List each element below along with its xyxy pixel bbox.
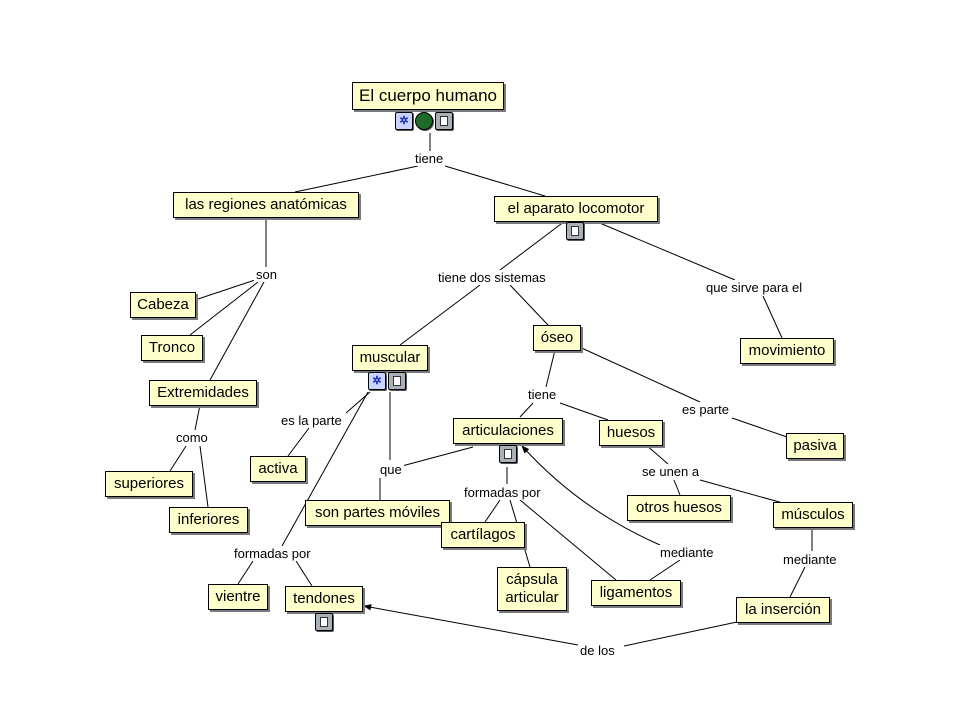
connector-line: [484, 499, 501, 523]
node-vientre[interactable]: vientre: [208, 584, 268, 610]
link-label-tiene-dos-sistemas: tiene dos sistemas: [436, 270, 548, 285]
connector-line: [673, 479, 681, 496]
node-extremidades[interactable]: Extremidades: [149, 380, 257, 406]
connector-line: [189, 281, 259, 336]
link-label-mediante-ligamentos: mediante: [658, 545, 716, 560]
connector-line: [363, 604, 579, 646]
node-inferiores[interactable]: inferiores: [169, 507, 248, 533]
document-icon[interactable]: [388, 372, 406, 390]
link-label-como: como: [174, 430, 210, 445]
link-label-tiene-oseo: tiene: [526, 387, 559, 402]
connector-line: [762, 295, 783, 339]
connector-line: [287, 427, 310, 457]
node-tendones[interactable]: tendones: [285, 586, 363, 612]
connector-line: [169, 445, 187, 472]
connector-line: [194, 404, 201, 431]
node-movimiento[interactable]: movimiento: [740, 338, 834, 364]
connector-line: [399, 284, 481, 346]
link-label-de-los: de los: [578, 643, 617, 658]
link-label-que: que: [378, 462, 404, 477]
document-icon[interactable]: [435, 112, 453, 130]
document-icon[interactable]: [315, 613, 333, 631]
connector-line: [559, 402, 609, 421]
link-label-mediante-musculos: mediante: [781, 552, 839, 567]
node-muscular[interactable]: muscular: [352, 345, 428, 371]
connector-line: [789, 566, 806, 598]
node-superiores[interactable]: superiores: [105, 471, 193, 497]
node-oseo[interactable]: óseo: [533, 325, 581, 351]
connector-line: [295, 560, 313, 587]
link-label-es-la-parte: es la parte: [279, 413, 344, 428]
connector-line: [519, 402, 534, 418]
connector-line: [699, 479, 784, 504]
node-la-insercion[interactable]: la inserción: [736, 597, 830, 623]
node-cabeza[interactable]: Cabeza: [130, 292, 196, 318]
connector-line: [594, 220, 736, 281]
connector-line: [521, 445, 661, 546]
web-globe-icon[interactable]: [415, 112, 433, 130]
connector-line: [644, 443, 669, 465]
connector-line: [294, 165, 419, 193]
node-tronco[interactable]: Tronco: [141, 335, 203, 361]
document-icon[interactable]: [566, 222, 584, 240]
icon-bar-aparato: [566, 222, 584, 240]
connector-line: [281, 391, 369, 547]
connector-line: [509, 284, 549, 326]
connector-line: [649, 559, 681, 581]
link-label-son: son: [254, 267, 279, 282]
node-son-partes-moviles[interactable]: son partes móviles: [305, 500, 450, 526]
link-label-formadas-por-musculos: formadas por: [232, 546, 313, 561]
node-el-cuerpo-humano[interactable]: El cuerpo humano: [352, 82, 504, 110]
link-label-es-parte: es parte: [680, 402, 731, 417]
concept-map-icon[interactable]: ✲: [395, 112, 413, 130]
connector-line: [199, 445, 209, 508]
connector-line: [401, 446, 474, 467]
connector-line: [194, 279, 256, 301]
node-otros-huesos[interactable]: otros huesos: [627, 495, 731, 521]
node-el-aparato-locomotor[interactable]: el aparato locomotor: [494, 196, 658, 222]
link-label-formadas-por-articulaciones: formadas por: [462, 485, 543, 500]
link-label-tiene: tiene: [413, 151, 446, 166]
node-cartilagos[interactable]: cartílagos: [441, 522, 525, 548]
node-musculos[interactable]: músculos: [773, 502, 853, 528]
link-label-se-unen-a: se unen a: [640, 464, 702, 479]
node-ligamentos[interactable]: ligamentos: [591, 580, 681, 606]
icon-bar-articulaciones: [499, 445, 517, 463]
concept-map-icon[interactable]: ✲: [368, 372, 386, 390]
document-icon[interactable]: [499, 445, 517, 463]
node-activa[interactable]: activa: [250, 456, 306, 482]
node-las-regiones-anatomicas[interactable]: las regiones anatómicas: [173, 192, 359, 218]
connector-line: [574, 344, 701, 403]
connector-line: [444, 165, 546, 197]
icon-bar-cuerpo: ✲: [395, 112, 453, 130]
node-capsula-articular[interactable]: cápsula articular: [497, 567, 567, 611]
connector-line: [499, 220, 566, 271]
node-huesos[interactable]: huesos: [599, 420, 663, 446]
icon-bar-muscular: ✲: [368, 372, 406, 390]
connector-line: [545, 349, 556, 388]
node-pasiva[interactable]: pasiva: [786, 433, 844, 459]
connector-line: [519, 499, 617, 581]
connector-line: [237, 560, 254, 585]
connector-line: [731, 417, 791, 439]
connector-line: [623, 621, 738, 647]
icon-bar-tendones: [315, 613, 333, 631]
connector-line: [209, 281, 265, 381]
node-articulaciones[interactable]: articulaciones: [453, 418, 563, 444]
link-label-que-sirve-para-el: que sirve para el: [704, 280, 805, 295]
